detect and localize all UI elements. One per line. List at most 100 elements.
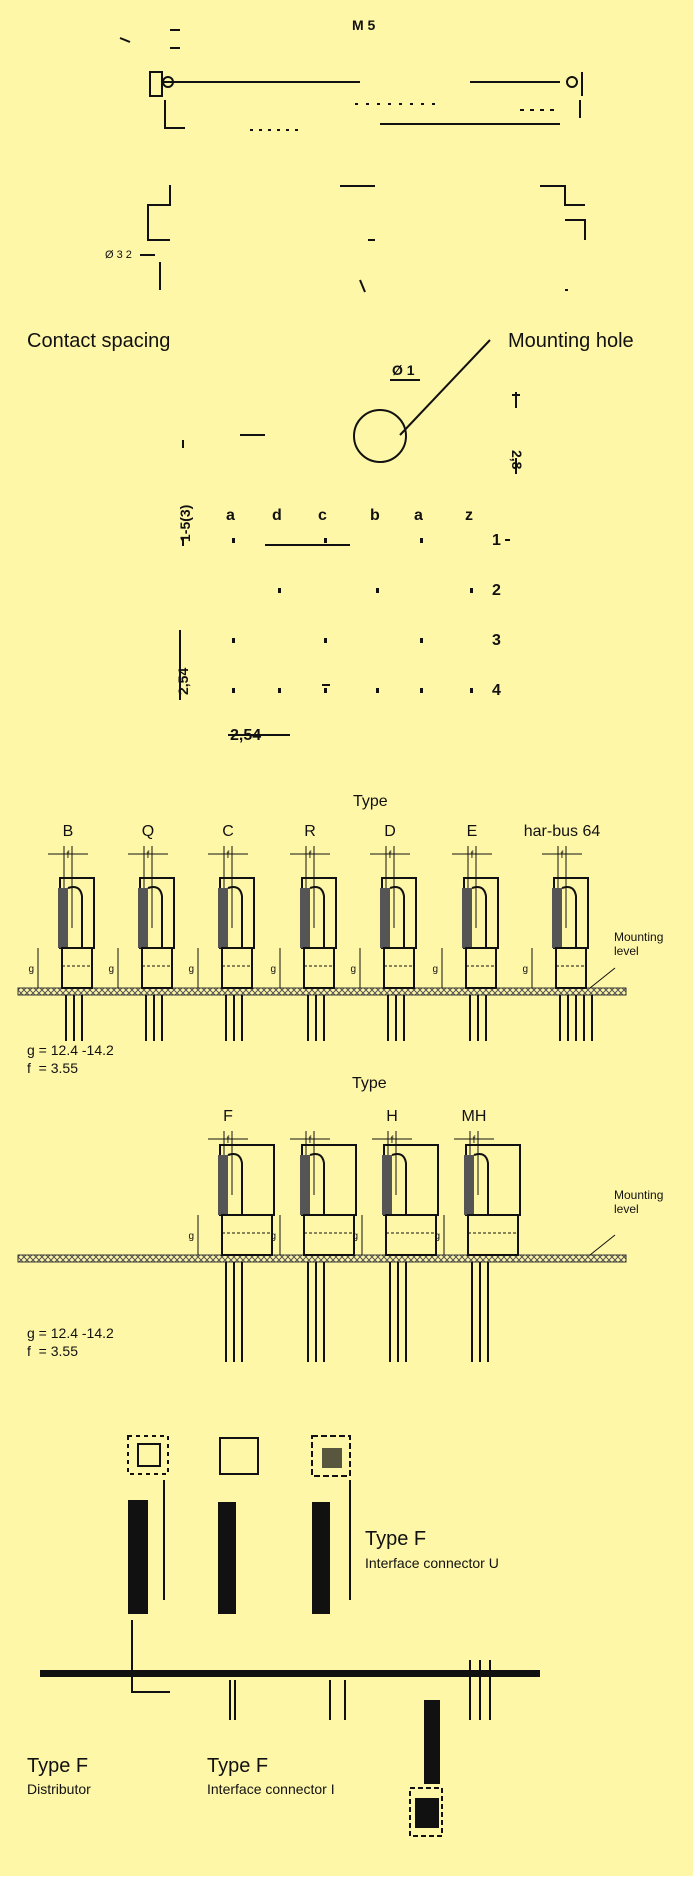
connector-type-har-bus 64: har-bus 64 f g [522, 823, 600, 1041]
row-letter: b [370, 507, 380, 524]
g-label: g [270, 1231, 276, 1242]
top-connector-drawing: M 5 Ø 3 2 [105, 17, 586, 293]
connector-base [555, 947, 587, 989]
g-label: g [522, 964, 528, 975]
section1-type-title: Type [353, 793, 388, 810]
g-label: g [432, 964, 438, 975]
type-label: H [386, 1108, 398, 1125]
connector-type-unlabeled: fg [270, 1131, 357, 1362]
row-letter: z [465, 507, 473, 524]
section2-note-g: g = 12.4 -14.2 [27, 1325, 114, 1341]
contact-pin [324, 638, 327, 643]
row-number: 3 [492, 632, 501, 649]
connector-flange [380, 888, 390, 948]
connector-base [465, 947, 497, 989]
connector-type-Q: Qfg [108, 823, 175, 1041]
contact-pin [470, 688, 473, 693]
contact-pin [232, 688, 235, 693]
g-label: g [434, 1231, 440, 1242]
contact-pin [376, 588, 379, 593]
connector-type-C: Cfg [188, 823, 255, 1041]
connector-housing [301, 1144, 357, 1216]
row-number: 4 [492, 682, 501, 699]
contact-spring [67, 886, 83, 948]
contact-pin [470, 588, 473, 593]
section2-type-title: Type [352, 1075, 387, 1092]
connector-flange [462, 888, 472, 948]
connector-flange [218, 1155, 228, 1215]
connector-type-H: Hf g [352, 1108, 439, 1362]
connector-base [303, 1214, 355, 1256]
contact-pin [232, 538, 235, 543]
contact-spring [309, 886, 325, 948]
type-label: R [304, 823, 316, 840]
f-label: f [309, 1135, 312, 1146]
connector-base [385, 1214, 437, 1256]
connector-flange [464, 1155, 474, 1215]
type-label: har-bus 64 [524, 823, 601, 840]
top-small-label: Ø 3 2 [105, 249, 132, 261]
row-number: 1 [492, 532, 501, 549]
f-label: f [227, 850, 230, 861]
contact-spring [309, 1153, 325, 1215]
contact-pin [420, 688, 423, 693]
connector-type-F: Ffg [188, 1108, 275, 1362]
label-interface-connector-i: Interface connector I [207, 1781, 335, 1797]
g-label: g [352, 1231, 358, 1242]
contact-row-numbers: 1 2 3 4 [492, 532, 501, 699]
row-number: 2 [492, 582, 501, 599]
section1-note-f: f = 3.55 [27, 1060, 78, 1076]
connector-flange [300, 888, 310, 948]
mounting-board [17, 987, 627, 996]
section2-mounting-level: Mounting level [614, 1188, 664, 1216]
f-label: f [147, 850, 150, 861]
f-label: f [391, 1135, 394, 1146]
f-label: f [309, 850, 312, 861]
connector-base [61, 947, 93, 989]
connector-housing [383, 1144, 439, 1216]
g-label: g [270, 964, 276, 975]
row-letter: d [272, 507, 282, 524]
f-label: f [561, 850, 564, 861]
g-label: g [188, 964, 194, 975]
f-label: f [473, 1135, 476, 1146]
connector-housing [465, 1144, 521, 1216]
section3-distributor-drawing [40, 1435, 540, 1837]
contact-pin [324, 688, 327, 693]
connector-base [221, 1214, 273, 1256]
pitch-label: 2,54 [230, 727, 261, 744]
mounting-board [17, 1254, 627, 1263]
connector-housing [219, 1144, 275, 1216]
label-distributor: Distributor [27, 1781, 91, 1797]
connector-flange [218, 888, 228, 948]
top-dimension-label: M 5 [352, 17, 376, 33]
hole-height-label: 2,8 [509, 450, 525, 470]
type-label: D [384, 823, 396, 840]
leader-line [589, 1234, 616, 1256]
contact-spring [471, 886, 487, 948]
section1-mounting-level: Mounting level [614, 930, 664, 958]
contact-pin [278, 588, 281, 593]
connector-base [221, 947, 253, 989]
g-label: g [188, 1231, 194, 1242]
type-label: E [467, 823, 478, 840]
connector-base [467, 1214, 519, 1256]
connector-type-R: Rf g [270, 823, 337, 1041]
section2-note-f: f = 3.55 [27, 1343, 78, 1359]
label-type-f-u: Type F [365, 1528, 427, 1550]
type-label: B [63, 823, 74, 840]
vertical-label-1: 1-5(3) [177, 505, 193, 542]
vertical-label-2: 2,54 [175, 668, 191, 695]
f-label: f [471, 850, 474, 861]
contact-spacing-drawing: a d c b a z 1 2 3 4 2,54 1-5(3) 2,54 Ø 1… [175, 339, 525, 744]
contact-pin [324, 538, 327, 543]
contact-spring [391, 1153, 407, 1215]
connector-flange [58, 888, 68, 948]
section1-note-g: g = 12.4 -14.2 [27, 1042, 114, 1058]
connector-flange [382, 1155, 392, 1215]
connector-base [141, 947, 173, 989]
contact-pin [420, 538, 423, 543]
row-letter: a [414, 507, 423, 524]
